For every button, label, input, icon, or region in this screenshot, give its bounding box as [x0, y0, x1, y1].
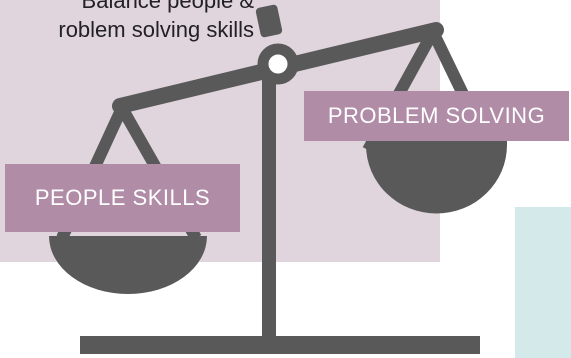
caption-line-1: Balance people &	[81, 0, 254, 13]
caption: Balance people & roblem solving skills	[0, 0, 254, 44]
scale-right-pan	[366, 141, 507, 214]
scale-base	[80, 336, 480, 354]
scale-post	[262, 62, 276, 344]
problem-solving-label: PROBLEM SOLVING	[304, 91, 569, 141]
scale-pivot	[257, 43, 299, 85]
background-panel-teal	[515, 207, 571, 358]
scale-left-pan	[49, 236, 207, 294]
people-skills-label: PEOPLE SKILLS	[5, 164, 240, 232]
caption-line-2: roblem solving skills	[58, 17, 254, 42]
scale-top-knob	[255, 4, 283, 38]
